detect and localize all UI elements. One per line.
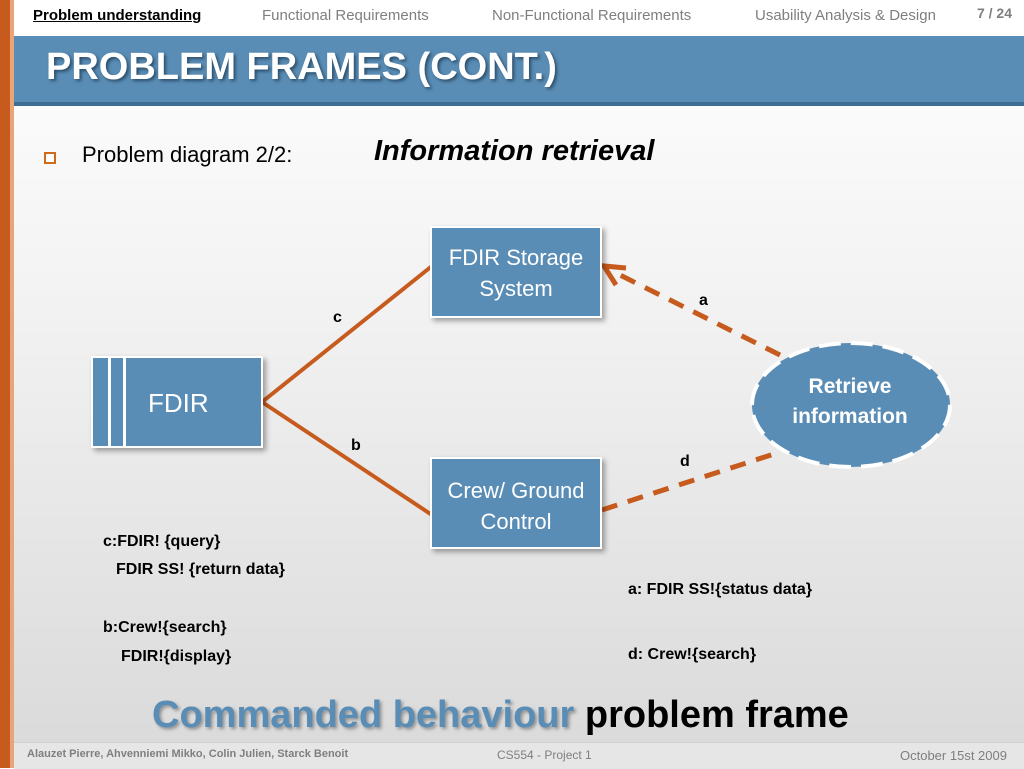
arrowhead-icon xyxy=(599,263,627,287)
machine-label: FDIR xyxy=(148,388,209,418)
machine-stripe xyxy=(123,358,126,446)
footer-authors: Alauzet Pierre, Ahvenniemi Mikko, Colin … xyxy=(27,748,349,760)
domain-label: System xyxy=(479,276,553,301)
nav-non-functional-requirements[interactable]: Non-Functional Requirements xyxy=(492,7,692,24)
phenomena-c-2: FDIR SS! {return data} xyxy=(116,561,285,578)
edge-a-dashed xyxy=(610,268,782,358)
left-accent-stripe xyxy=(10,0,14,768)
edge-c-line xyxy=(260,264,434,404)
requirement-label-line: Retrieve xyxy=(808,375,892,398)
domain-crew-ground-control: Crew/ Ground Control xyxy=(430,457,602,549)
phenomena-b-2: FDIR!{display} xyxy=(121,648,232,665)
footer-course: CS554 - Project 1 xyxy=(497,748,592,762)
edge-d-dashed xyxy=(601,449,781,513)
phenomena-b-1: b:Crew!{search} xyxy=(103,619,227,636)
diagram-subheading: Information retrieval xyxy=(374,135,655,167)
phenomena-d: d: Crew!{search} xyxy=(628,646,757,663)
edge-label-b: b xyxy=(351,437,361,454)
top-navigation xyxy=(14,0,1024,34)
edge-b-line xyxy=(260,400,434,517)
requirement-label-line: information xyxy=(792,405,908,428)
phenomena-c-1: c:FDIR! {query} xyxy=(103,533,221,550)
nav-functional-requirements[interactable]: Functional Requirements xyxy=(262,7,429,24)
edge-label-c: c xyxy=(333,309,342,326)
domain-fdir-storage-system: FDIR Storage System xyxy=(430,226,602,318)
bullet-icon xyxy=(44,152,56,164)
domain-label: Crew/ Ground xyxy=(447,478,585,503)
footer-date: October 15st 2009 xyxy=(900,748,1007,763)
bullet-text: Problem diagram 2/2: xyxy=(82,142,293,167)
page-number: 7 / 24 xyxy=(976,5,1012,21)
slide-title: PROBLEM FRAMES (CONT.) xyxy=(46,46,557,88)
requirement-oval xyxy=(750,341,952,469)
edge-label-d: d xyxy=(680,453,690,470)
frame-rest: problem frame xyxy=(584,694,849,736)
requirement-label: Retrieve information xyxy=(760,372,940,432)
nav-usability-analysis[interactable]: Usability Analysis & Design xyxy=(755,7,936,24)
frame-highlight: Commanded behaviour xyxy=(152,694,575,736)
phenomena-a: a: FDIR SS!{status data} xyxy=(628,581,813,598)
domain-label: FDIR Storage xyxy=(448,245,584,270)
edge-label-a: a xyxy=(699,292,708,309)
nav-problem-understanding[interactable]: Problem understanding xyxy=(33,7,202,24)
left-accent-bar xyxy=(0,0,10,768)
problem-frame-caption: Commanded behaviour problem frame xyxy=(152,694,849,737)
title-bar: PROBLEM FRAMES (CONT.) xyxy=(14,36,1024,106)
machine-domain-fdir: FDIR xyxy=(91,356,263,448)
domain-label: Control xyxy=(480,509,552,534)
machine-stripe xyxy=(108,358,111,446)
footer-bar xyxy=(14,742,1024,769)
